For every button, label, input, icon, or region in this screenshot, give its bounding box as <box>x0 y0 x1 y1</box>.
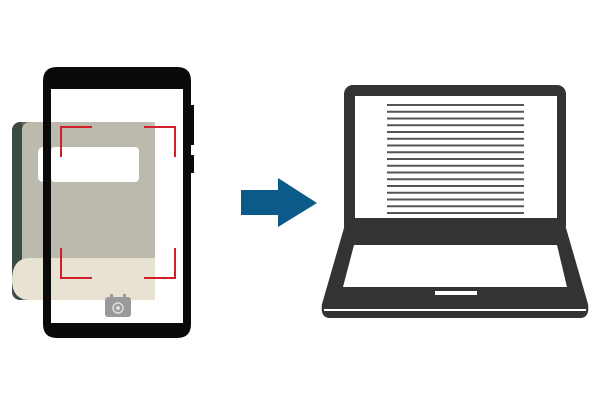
text-line <box>387 144 524 147</box>
text-line <box>387 212 524 214</box>
text-line <box>387 151 524 154</box>
text-line <box>387 117 524 120</box>
camera-shutter-icon[interactable] <box>105 294 131 317</box>
text-line <box>387 137 524 140</box>
text-document-icon <box>387 104 524 214</box>
scan-frame-icon <box>60 126 176 279</box>
laptop-screen <box>355 96 557 218</box>
smartphone-icon <box>43 67 194 338</box>
text-line <box>387 198 524 201</box>
arrow-right-icon <box>241 178 317 227</box>
text-line <box>387 205 524 208</box>
text-line <box>387 164 524 167</box>
text-line <box>387 104 524 106</box>
laptop-keyboard-area <box>343 245 567 287</box>
text-line <box>387 171 524 174</box>
text-line <box>387 191 524 194</box>
text-line <box>387 158 524 160</box>
laptop-icon <box>321 85 589 318</box>
text-line <box>387 185 524 187</box>
text-line <box>387 131 524 133</box>
text-line <box>387 178 524 181</box>
laptop-touchpad <box>435 291 477 295</box>
text-line <box>387 124 524 127</box>
text-line <box>387 110 524 113</box>
